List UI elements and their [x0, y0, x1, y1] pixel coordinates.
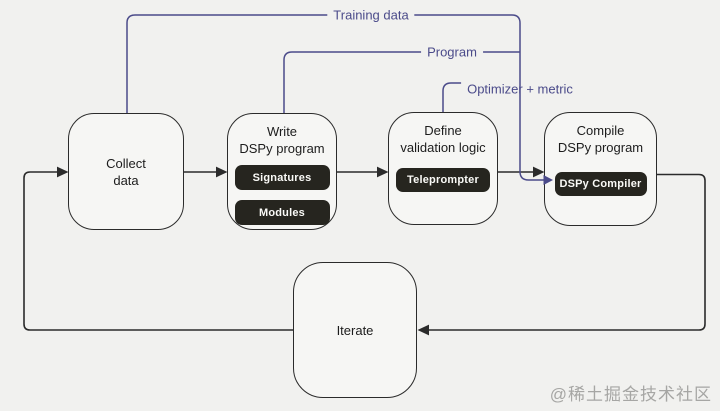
- node-write-title: Write DSPy program: [239, 123, 324, 157]
- arrowhead-into-write: [216, 166, 228, 178]
- node-define-chips: Teleprompter: [396, 168, 490, 192]
- chip-signatures: Signatures: [234, 165, 330, 190]
- node-title-line: Define: [424, 123, 462, 138]
- edge-label-optimizer-metric: Optimizer + metric: [461, 81, 579, 97]
- node-define-validation-logic: Define validation logic Teleprompter: [388, 112, 498, 225]
- node-collect-data-title: Collect data: [106, 155, 146, 189]
- arrowhead-into-compile: [533, 166, 545, 178]
- node-compile-chips: DSPy Compiler: [554, 172, 647, 196]
- node-iterate: Iterate: [293, 262, 417, 398]
- watermark-text: @稀土掘金技术社区: [549, 385, 712, 404]
- node-title-line: validation logic: [400, 140, 486, 155]
- node-title-line: Iterate: [336, 322, 374, 338]
- node-title-line: data: [113, 172, 139, 188]
- node-title-line: DSPy program: [557, 140, 644, 155]
- edge-trunk-into-compile: [519, 23, 544, 181]
- node-define-title: Define validation logic: [400, 122, 485, 156]
- node-compile-dspy-program: Compile DSPy program DSPy Compiler: [544, 112, 657, 226]
- node-compile-title: Compile DSPy program: [558, 122, 643, 156]
- edge-label-program: Program: [421, 44, 483, 60]
- arrowhead-into-iterate: [417, 324, 429, 336]
- node-title-line: Compile: [576, 123, 625, 138]
- chip-dspy-compiler: DSPy Compiler: [554, 172, 647, 196]
- arrowhead-into-define: [377, 166, 389, 178]
- edge-training-data: [126, 14, 521, 113]
- node-title-line: Write: [266, 124, 298, 139]
- arrowhead-into-collect: [57, 166, 69, 178]
- chip-teleprompter: Teleprompter: [396, 168, 490, 192]
- node-write-chips: Signatures Modules: [234, 165, 330, 225]
- node-write-dspy-program: Write DSPy program Signatures Modules: [227, 113, 337, 230]
- node-title-line: DSPy program: [239, 141, 325, 156]
- node-title-line: Collect: [106, 155, 146, 171]
- chip-modules: Modules: [234, 200, 330, 225]
- edge-label-training-data: Training data: [327, 7, 415, 23]
- node-collect-data: Collect data: [68, 113, 184, 230]
- node-iterate-title: Iterate: [337, 322, 374, 339]
